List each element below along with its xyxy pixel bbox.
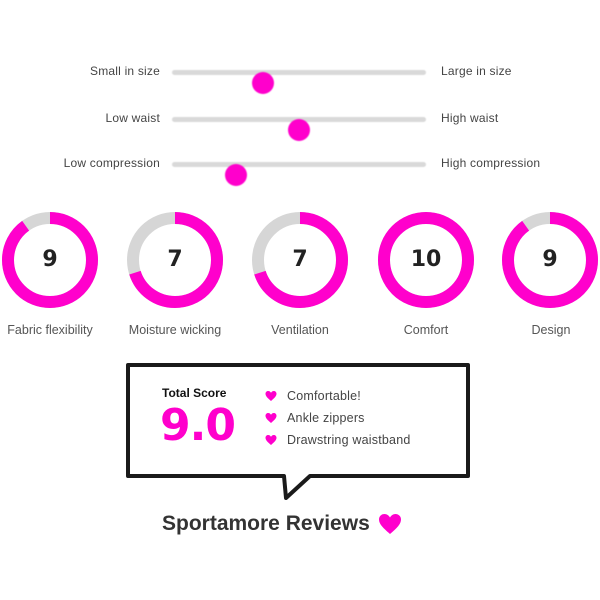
heart-icon <box>265 413 277 423</box>
rating-ring-design: 9 <box>500 210 600 310</box>
rating-ring-comfort: 10 <box>376 210 476 310</box>
rating-ring-ventilation: 7 <box>250 210 350 310</box>
slider-right-label: High waist <box>441 111 499 125</box>
pro-text: Drawstring waistband <box>287 433 411 447</box>
slider-thumb[interactable] <box>224 164 247 186</box>
total-score-label: Total Score <box>162 386 227 400</box>
slider-right-label: High compression <box>441 156 541 170</box>
rating-label: Moisture wicking <box>128 323 222 337</box>
slider-thumb[interactable] <box>288 119 310 141</box>
pro-text: Ankle zippers <box>287 411 365 425</box>
slider-left-label: Low compression <box>63 156 160 170</box>
rating-value: 9 <box>542 247 558 272</box>
pros-list: Comfortable! Ankle zippers Drawstring wa… <box>265 385 411 451</box>
pro-text: Comfortable! <box>287 389 361 403</box>
rating-label: Ventilation <box>271 323 329 337</box>
speech-bubble-outline <box>126 363 470 500</box>
slider-row-size: Small in size Large in size <box>0 60 600 94</box>
slider-row-compression: Low compression High compression <box>0 152 600 186</box>
ring-graphic <box>2 212 98 308</box>
slider-left-label: Low waist <box>105 111 160 125</box>
rating-value: 9 <box>42 247 58 272</box>
total-score-value: 9.0 <box>160 400 236 451</box>
slider-thumb[interactable] <box>252 72 275 94</box>
slider-right-label: Large in size <box>441 64 512 78</box>
ring-graphic <box>502 212 598 308</box>
ring-progress <box>2 212 98 308</box>
list-item: Drawstring waistband <box>265 429 411 451</box>
rating-label: Design <box>531 323 571 337</box>
brand-title: Sportamore Reviews <box>162 512 402 536</box>
heart-icon <box>378 514 401 534</box>
list-item: Comfortable! <box>265 385 411 407</box>
rating-value: 10 <box>410 247 442 272</box>
rating-ring-fabric-flexibility: 9 <box>0 210 100 310</box>
list-item: Ankle zippers <box>265 407 411 429</box>
heart-icon <box>265 391 277 401</box>
ring-progress <box>378 212 474 308</box>
brand-name: Sportamore Reviews <box>162 512 370 535</box>
slider-track <box>172 162 426 186</box>
ring-graphic <box>252 212 348 308</box>
ring-progress <box>502 212 598 308</box>
slider-left-label: Small in size <box>90 64 160 78</box>
rating-value: 7 <box>167 247 183 272</box>
ring-progress <box>252 212 348 308</box>
rating-value: 7 <box>292 247 308 272</box>
rating-label: Fabric flexibility <box>7 323 93 337</box>
ring-progress <box>127 212 223 308</box>
rating-label: Comfort <box>403 323 449 337</box>
slider-track <box>172 117 426 141</box>
ring-graphic <box>127 212 223 308</box>
heart-icon <box>265 435 277 445</box>
ring-graphic <box>378 212 474 308</box>
slider-track <box>172 70 426 94</box>
rating-ring-moisture-wicking: 7 <box>125 210 225 310</box>
slider-row-waist: Low waist High waist <box>0 107 600 141</box>
